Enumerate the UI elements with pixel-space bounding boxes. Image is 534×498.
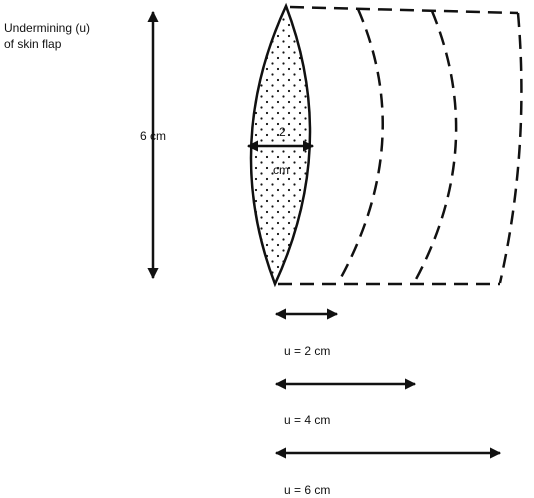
title-line-2: of skin flap [4, 37, 62, 51]
title-line-1: Undermining (u) [4, 21, 91, 35]
flap-top-edge [289, 5, 519, 15]
flap-arc-2cm [336, 8, 384, 284]
flap-arc-4cm [412, 10, 458, 284]
defect-width-unit: cm [273, 163, 289, 177]
defect-height-label: 6 cm [140, 129, 167, 143]
undermining-label-6cm: u = 6 cm [284, 483, 331, 497]
flap-arc-6cm [498, 12, 523, 284]
undermining-label-4cm: u = 4 cm [284, 413, 331, 427]
undermining-label-2cm: u = 2 cm [284, 344, 331, 358]
defect-width-number: 2 [279, 125, 286, 139]
undermined-flap-outline [278, 5, 523, 286]
